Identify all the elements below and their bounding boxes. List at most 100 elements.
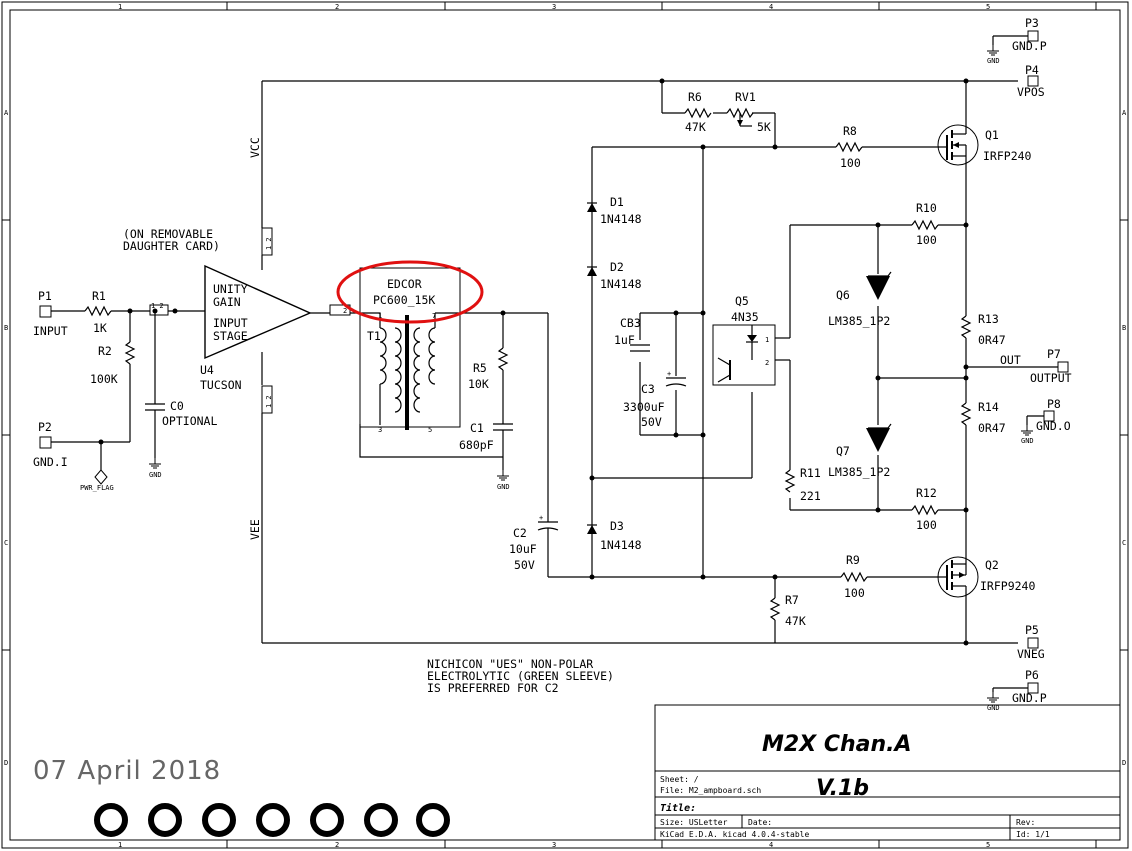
svg-text:4N35: 4N35 xyxy=(731,310,759,324)
svg-text:GND: GND xyxy=(149,471,162,479)
row-label: B xyxy=(4,324,8,332)
svg-text:D2: D2 xyxy=(610,260,624,274)
svg-text:IS PREFERRED FOR C2: IS PREFERRED FOR C2 xyxy=(427,681,559,695)
svg-text:LM385_1P2: LM385_1P2 xyxy=(828,465,890,479)
vee-label: VEE xyxy=(248,519,262,540)
svg-text:INPUT: INPUT xyxy=(33,324,68,338)
svg-text:GND: GND xyxy=(987,57,1000,65)
svg-text:5K: 5K xyxy=(757,120,771,134)
svg-text:R5: R5 xyxy=(473,361,487,375)
svg-text:+: + xyxy=(667,370,671,378)
cb3-c3: + CB3 1uF C3 3300uF 50V xyxy=(614,316,687,429)
col-label: 4 xyxy=(769,3,773,11)
mounting-hole xyxy=(256,803,290,837)
svg-text:R10: R10 xyxy=(916,201,937,215)
svg-text:D3: D3 xyxy=(610,519,624,533)
svg-text:100: 100 xyxy=(916,518,937,532)
svg-text:1N4148: 1N4148 xyxy=(600,538,642,552)
u4-amplifier: UNITY GAIN INPUT STAGE U4 TUCSON 2 (ON R… xyxy=(123,227,351,392)
svg-text:100: 100 xyxy=(844,586,865,600)
svg-text:R11: R11 xyxy=(800,466,821,480)
svg-text:100: 100 xyxy=(916,233,937,247)
row-label: C xyxy=(4,539,8,547)
svg-text:TUCSON: TUCSON xyxy=(200,378,242,392)
svg-text:100: 100 xyxy=(840,156,861,170)
svg-text:7: 7 xyxy=(432,312,436,320)
svg-text:GND: GND xyxy=(987,704,1000,712)
q6-q7-references: Q6 LM385_1P2 Q7 LM385_1P2 xyxy=(828,271,892,479)
r9-r7: R9 100 R7 47K xyxy=(769,553,940,643)
svg-text:1 2: 1 2 xyxy=(265,237,273,250)
svg-text:1 2: 1 2 xyxy=(265,395,273,408)
svg-text:GND.O: GND.O xyxy=(1036,419,1071,433)
svg-text:R8: R8 xyxy=(843,124,857,138)
svg-text:1N4148: 1N4148 xyxy=(600,277,642,291)
right-connectors: GND P3 GND.P P4 VPOS P5 VNEG GND P6 GND.… xyxy=(966,16,1072,712)
highlight-ellipse xyxy=(336,260,484,324)
svg-text:Rev:: Rev: xyxy=(1016,818,1035,827)
svg-text:U4: U4 xyxy=(200,363,214,377)
svg-text:LM385_1P2: LM385_1P2 xyxy=(828,314,890,328)
col-label: 2 xyxy=(335,841,339,849)
mounting-hole xyxy=(202,803,236,837)
solder-jumper-vcc: 1 2 xyxy=(261,227,273,256)
svg-text:47K: 47K xyxy=(785,614,806,628)
col-label: 1 xyxy=(118,841,122,849)
svg-text:P8: P8 xyxy=(1047,397,1061,411)
svg-text:Q5: Q5 xyxy=(735,294,749,308)
svg-text:OPTIONAL: OPTIONAL xyxy=(162,414,217,428)
svg-text:R1: R1 xyxy=(92,289,106,303)
svg-text:R2: R2 xyxy=(98,344,112,358)
svg-text:RV1: RV1 xyxy=(735,90,756,104)
q2-mosfet: Q2 IRFP9240 xyxy=(937,555,1035,643)
svg-text:IRFP240: IRFP240 xyxy=(983,149,1032,163)
mounting-hole xyxy=(148,803,182,837)
svg-text:1: 1 xyxy=(378,312,382,320)
svg-text:Q1: Q1 xyxy=(985,128,999,142)
svg-text:ELECTROLYTIC (GREEN SLEEVE): ELECTROLYTIC (GREEN SLEEVE) xyxy=(427,669,614,683)
junction-dots xyxy=(589,78,969,646)
svg-text:OUTPUT: OUTPUT xyxy=(1030,371,1072,385)
svg-text:100K: 100K xyxy=(90,372,118,386)
svg-text:EDCOR: EDCOR xyxy=(387,277,422,291)
svg-text:P3: P3 xyxy=(1025,16,1039,30)
rail-wires xyxy=(261,80,1018,644)
svg-text:0R47: 0R47 xyxy=(978,333,1006,347)
p1-connector xyxy=(39,305,52,318)
r6-rv1: R6 47K RV1 5K xyxy=(684,90,771,134)
svg-text:C3: C3 xyxy=(641,382,655,396)
svg-text:1: 1 xyxy=(765,336,769,344)
col-label: 4 xyxy=(769,841,773,849)
mounting-holes xyxy=(94,803,450,837)
r5-c1: GND R5 10K C1 680pF xyxy=(459,310,513,491)
svg-text:GND.I: GND.I xyxy=(33,455,68,469)
svg-text:CB3: CB3 xyxy=(620,316,641,330)
svg-text:47K: 47K xyxy=(685,120,706,134)
mounting-hole xyxy=(94,803,128,837)
svg-text:DAUGHTER CARD): DAUGHTER CARD) xyxy=(123,239,220,253)
svg-text:R9: R9 xyxy=(846,553,860,567)
svg-text:(ON REMOVABLE: (ON REMOVABLE xyxy=(123,227,213,241)
svg-text:5: 5 xyxy=(428,426,432,434)
svg-text:D1: D1 xyxy=(610,195,624,209)
mounting-hole xyxy=(364,803,398,837)
title-block: M2X Chan.A V.1b Sheet: / File: M2_ampboa… xyxy=(654,704,1121,841)
row-label: C xyxy=(1122,539,1126,547)
svg-text:GND.P: GND.P xyxy=(1012,691,1047,705)
svg-text:P1: P1 xyxy=(38,289,52,303)
svg-text:GAIN: GAIN xyxy=(213,295,241,309)
svg-text:Date:: Date: xyxy=(748,818,772,827)
svg-text:Sheet: /: Sheet: / xyxy=(660,775,699,784)
svg-text:R13: R13 xyxy=(978,312,999,326)
svg-text:T1: T1 xyxy=(367,329,381,343)
svg-text:R12: R12 xyxy=(916,486,937,500)
svg-text:1uF: 1uF xyxy=(614,333,635,347)
solder-jumper-vee: 1 2 xyxy=(261,385,273,414)
svg-text:+: + xyxy=(539,514,543,522)
row-label: D xyxy=(1122,759,1126,767)
c2: + C2 10uF 50V NICHICON "UES" NON-POLAR E… xyxy=(427,313,614,695)
project-title: M2X Chan.A xyxy=(762,732,912,757)
svg-text:680pF: 680pF xyxy=(459,438,494,452)
svg-text:1K: 1K xyxy=(93,321,107,335)
